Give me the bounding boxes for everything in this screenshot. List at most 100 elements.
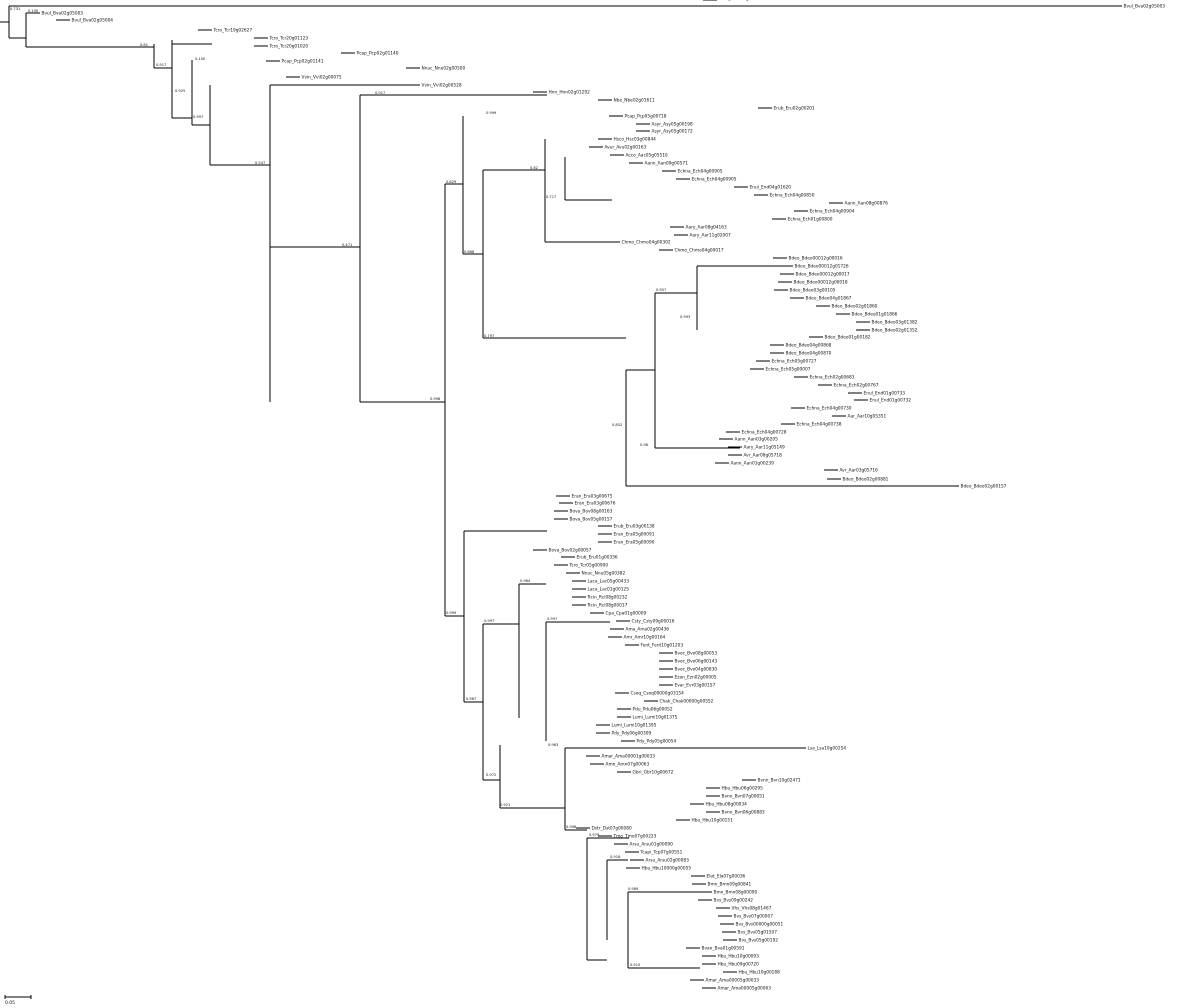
tip-label: Chmo_Chmo04g00302 xyxy=(622,240,671,246)
branch-support-label: 0.993 xyxy=(680,315,690,319)
tip-label: Hbu_Hbu10g00151 xyxy=(692,818,734,824)
tip-label: Tmo_Tmo07g00223 xyxy=(613,834,657,840)
tip-label: Tcapi_Tcp07g00551 xyxy=(640,850,683,856)
tip-label: Echna_Ech04g00905 xyxy=(678,169,723,175)
branch-support-label: 0.998 xyxy=(430,397,441,401)
tip-label: Bdeo_Bdeo00012g01726 xyxy=(795,264,849,270)
tip-label: Aann_Aan01g00239 xyxy=(731,461,775,467)
tip-label: Enul_End04g01620 xyxy=(750,185,792,191)
branch-support-label: 0.997 xyxy=(193,115,203,119)
branch-support-label: 0.829 xyxy=(446,180,457,184)
tip-label: Asyr_Asy05g00172 xyxy=(652,129,693,135)
tip-label: Hbu_Hbu08g00034 xyxy=(706,802,748,808)
tip-label: Aann_Aan03g00205 xyxy=(735,437,779,443)
tip-label: Aary_Aar11g02007 xyxy=(690,233,731,239)
tip-label: Tcro_Tcr05g00900 xyxy=(569,563,609,569)
tip-label: Lsa_Lsa10g00254 xyxy=(808,746,847,752)
tip-label: Bova_Bov05g00157 xyxy=(570,517,613,523)
tip-label: Amn_Amn10g01281 xyxy=(719,0,763,2)
branch-support-label: 0.963 xyxy=(548,743,558,747)
branch-support-label: 0.547 xyxy=(255,161,265,165)
tip-label: Bova_Bov08g00163 xyxy=(570,509,613,515)
tip-label: Bvs_Bvs00000g00051 xyxy=(736,922,784,928)
tip-label: Echna_Ech04g00904 xyxy=(810,209,855,215)
tip-label: Cpa_Cpa01g00009 xyxy=(606,611,647,617)
tip-label: Echna_Ech02g00767 xyxy=(834,383,879,389)
branch-support-label: 0.100 xyxy=(195,57,206,61)
tip-label: Chak_Chak00000g00552 xyxy=(660,699,714,705)
tip-label: Echna_Ech04g00738 xyxy=(797,422,842,428)
tip-label: Acco_Aac05g05510 xyxy=(626,153,668,159)
tip-label: Hbu_Hbu06g00295 xyxy=(722,786,764,792)
tip-label: Echna_Ech04g00850 xyxy=(770,193,815,199)
tip-label: Arsu_Arsu01g00090 xyxy=(630,842,674,848)
tip-label: Bvul_Bva02g05004 xyxy=(72,18,114,24)
tip-label: Csty_Csty09g00016 xyxy=(632,619,675,625)
tip-label: Ezan_Ezn02g00005 xyxy=(675,675,717,681)
branch-support-label: 0.82 xyxy=(530,166,538,170)
tip-label: Hbu_Hbu10000g00055 xyxy=(642,866,692,872)
tip-label: Echna_Ech04g00730 xyxy=(807,406,852,412)
tip-label: Echna_Ech04g00905 xyxy=(692,177,737,183)
tip-label: Bvnn_Bvn07g00051 xyxy=(722,794,765,800)
tip-label: Bmn_Bmn09g00841 xyxy=(708,882,752,888)
branch-support-label: 0.917 xyxy=(375,91,385,95)
tip-label: Bdeo_Bdeo04g01867 xyxy=(806,296,852,302)
tip-label: Eran_Era05g00090 xyxy=(614,540,655,546)
tip-label: Pcap_Pcp02g01140 xyxy=(357,51,399,57)
branch-support-label: 0.957 xyxy=(656,288,666,292)
tip-label: Bdeo_Bdeo03g01382 xyxy=(872,320,918,326)
branch-support-label: 0.852 xyxy=(612,423,622,427)
tip-label: Aary_Aar08g04163 xyxy=(686,225,727,231)
tip-label: Bdeo_Bdeo02g00881 xyxy=(843,477,889,483)
tip-label: Tcro_Tcr20g01123 xyxy=(269,36,309,42)
tip-label: Avr_Aar03g05716 xyxy=(840,468,879,474)
scale-bar: 0.05 xyxy=(4,995,32,1006)
tip-label: Csoq_Csoq00000g03154 xyxy=(631,691,685,697)
tip-label: Bvoc_Bvo06g00143 xyxy=(675,659,718,665)
tip-label: Vhs_Vhs08g01467 xyxy=(732,906,772,912)
tip-label: Bdeo_Bdeo01g00182 xyxy=(825,335,871,341)
tip-label: Bova_Bov02g00057 xyxy=(549,548,592,554)
tip-label: Hbu_Hbu10g00188 xyxy=(739,970,781,976)
tip-label: Fent_Fent10g01203 xyxy=(641,643,684,649)
tip-label: Bdeo_Bdeo04g00870 xyxy=(786,351,832,357)
tip-label: Laca_Lac01g00125 xyxy=(588,587,630,593)
tip-label: Enul_End01g00732 xyxy=(870,398,912,404)
tip-label: Bvs_Bvs07g00007 xyxy=(734,914,774,920)
tip-label: Bdeo_Bdeo00012g00018 xyxy=(794,280,848,286)
tip-label: Bvoc_Bvo08g00053 xyxy=(675,651,718,657)
branch-support-label: 0.868 xyxy=(464,250,475,254)
tip-label: Pcap_Pcp02g01141 xyxy=(282,59,324,65)
tip-label: Bmn_Bmn08g00090 xyxy=(714,890,758,896)
branch-support-label: 0.972 xyxy=(486,773,496,777)
branch-support-label: 0.979 xyxy=(589,833,600,837)
branch-support-label: 0.797 xyxy=(484,334,494,338)
tip-label: Nbe_Nbe02g01611 xyxy=(614,98,655,104)
tip-label: Echna_Ech05g00007 xyxy=(766,367,811,373)
tip-label: Bvs_Bvs05g00192 xyxy=(739,938,779,944)
branch-support-label: 0.731 xyxy=(10,7,20,11)
branch-support-label: 0.998 xyxy=(566,825,577,829)
tip-label: Erub_Eru02g00201 xyxy=(774,106,815,112)
tip-label: Amar_Ama00005g00033 xyxy=(706,978,760,984)
tip-label: Hbu_Hbu09g00720 xyxy=(718,962,760,968)
branch-support-label: 0.915 xyxy=(630,963,640,967)
branch-support-label: 0.997 xyxy=(547,617,557,621)
tip-label: Arsu_Arsu02g00083 xyxy=(646,858,690,864)
tip-label: Erub_Eru01g00336 xyxy=(577,555,618,561)
tip-label: Bvul_Bva02g05003 xyxy=(42,11,84,17)
tip-label: Bdeo_Bdeo02g01860 xyxy=(832,304,878,310)
tip-label: Avr_Aar08g05718 xyxy=(744,453,783,459)
tip-label: Lumi_Lumi10g01395 xyxy=(612,723,657,729)
tip-label: Aar_Aar10g05351 xyxy=(848,414,887,420)
branch-support-label: 0.917 xyxy=(156,63,166,67)
tip-label: Amn_Amn07g00063 xyxy=(606,762,650,768)
tip-label: Amr_Amr10g00164 xyxy=(624,635,666,641)
tip-label: Aann_Aan08g00876 xyxy=(845,201,889,207)
tip-label: Bdeo_Bdeo00012g00017 xyxy=(796,272,850,278)
tip-label: Rcin_Rci08g00232 xyxy=(588,595,628,601)
branch-support-label: 0.918 xyxy=(610,855,621,859)
tip-label: Elat_Ela07g00036 xyxy=(707,874,746,880)
